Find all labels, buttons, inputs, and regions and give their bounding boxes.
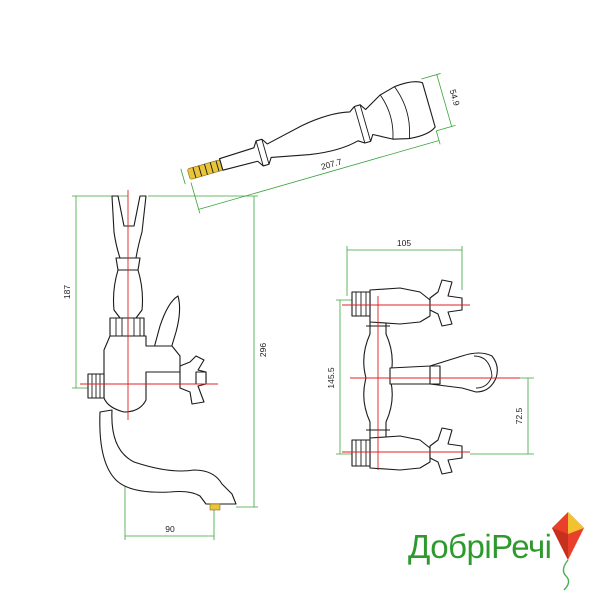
mount-height-label: 145.5 (326, 367, 336, 389)
spout (99, 409, 237, 505)
aerator (209, 503, 221, 511)
hand-shower-handle (218, 81, 436, 171)
bottom-valve-body (369, 435, 431, 471)
bottom-cross-handle (429, 427, 463, 475)
hose-connector (187, 159, 223, 180)
spout-reach-label: 90 (165, 524, 175, 534)
front-view: 105 145.5 72.5 (326, 238, 534, 475)
front-spout (389, 352, 498, 393)
hand-shower-length-line (198, 140, 440, 210)
half-height-label: 72.5 (514, 407, 524, 424)
top-cross-handle (429, 279, 463, 327)
brand-name: ДобріРечі (408, 528, 552, 565)
mixer-body (103, 335, 181, 413)
shower-holder (111, 195, 147, 259)
hand-shower-diameter-line (436, 74, 453, 127)
total-height-label: 296 (258, 343, 268, 357)
side-view: 187 296 90 (62, 190, 268, 540)
holder-height-label: 187 (62, 285, 72, 299)
hose-nut (109, 317, 145, 337)
mount-width-label: 105 (397, 238, 411, 248)
hand-shower-diameter-label: 54.9 (448, 88, 462, 107)
hand-shower-view: 207.7 54.9 (180, 73, 462, 214)
diverter-lever (153, 295, 181, 353)
kite-logo-icon (552, 512, 584, 591)
top-valve-body (369, 287, 431, 325)
hand-shower-length-label: 207.7 (320, 156, 343, 172)
